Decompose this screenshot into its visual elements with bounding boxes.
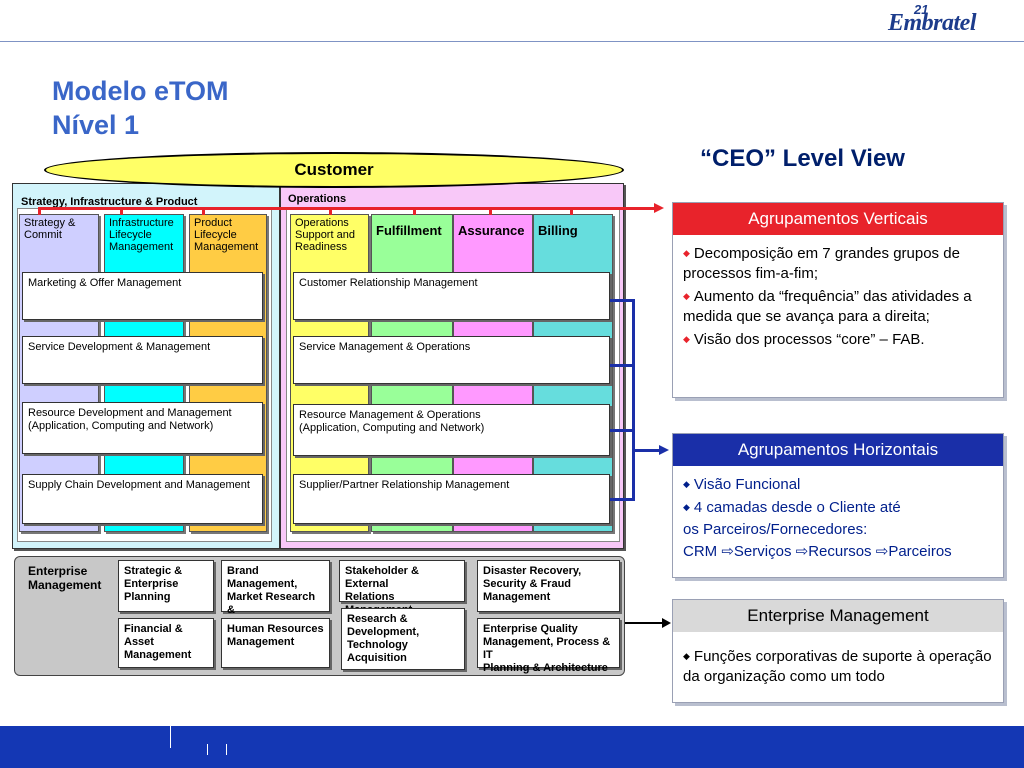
ops-row-smo: Service Management & Operations — [293, 336, 610, 384]
horizontal-grouping-bracket — [632, 299, 635, 501]
enterprise-connector — [625, 622, 663, 624]
sip-row-marketing: Marketing & Offer Management — [22, 272, 263, 320]
sip-panel-title: Strategy, Infrastructure & Product — [21, 196, 198, 208]
bracket-tick — [413, 207, 416, 215]
card-agrupamentos-horizontais: Agrupamentos Horizontais ◆Visão Funciona… — [672, 433, 1004, 578]
customer-ellipse: Customer — [44, 152, 624, 188]
bullet-item: ◆Decomposição em 7 grandes grupos de pro… — [683, 245, 960, 282]
bracket-tick — [570, 207, 573, 215]
bracket-tick — [329, 207, 332, 215]
card-enterprise-management: Enterprise Management ◆Funções corporati… — [672, 599, 1004, 703]
ent-box-financial-asset: Financial & Asset Management — [118, 618, 214, 668]
horizontal-grouping-bracket — [610, 498, 634, 501]
footer-separator — [207, 744, 208, 755]
title-line-1: Modelo eTOM — [52, 76, 229, 106]
blue-arrow-head — [659, 445, 669, 455]
ent-box-research-development: Research & Development, Technology Acqui… — [341, 608, 465, 670]
bullet-item: ◆Funções corporativas de suporte à opera… — [683, 648, 992, 685]
footer-separator — [226, 744, 227, 755]
bracket-tick — [202, 207, 205, 215]
ent-box-brand-management: Brand Management, Market Research & Adve… — [221, 560, 330, 629]
layer-chain: CRM ⇨Serviços ⇨Recursos ⇨Parceiros — [683, 543, 952, 560]
card-header: Agrupamentos Horizontais — [673, 434, 1003, 466]
card-header: Agrupamentos Verticais — [673, 203, 1003, 235]
card-header: Enterprise Management — [673, 600, 1003, 632]
bracket-tick — [38, 207, 41, 215]
card-agrupamentos-verticais: Agrupamentos Verticais ◆Decomposição em … — [672, 202, 1004, 398]
sip-row-resource-dev: Resource Development and Management (App… — [22, 402, 263, 454]
bullet-item: ◆4 camadas desde o Cliente até — [683, 499, 901, 516]
horizontal-grouping-bracket — [610, 299, 634, 302]
bullet-item: ◆Visão dos processos “core” – FAB. — [683, 331, 925, 348]
sip-row-service-dev: Service Development & Management — [22, 336, 263, 384]
ops-row-sprm: Supplier/Partner Relationship Management — [293, 474, 610, 524]
arrow-right-icon: ⇨ — [875, 543, 889, 560]
title-line-2: Nível 1 — [52, 110, 140, 140]
ent-box-disaster-recovery: Disaster Recovery, Security & Fraud Mana… — [477, 560, 620, 612]
ceo-level-label: “CEO” Level View — [700, 145, 905, 172]
enterprise-label: Enterprise Management — [28, 564, 102, 592]
black-arrow-head — [662, 618, 671, 628]
ops-panel-title: Operations — [288, 193, 347, 205]
ent-box-strategic-planning: Strategic & Enterprise Planning — [118, 560, 214, 612]
ops-row-rmo: Resource Management & Operations (Applic… — [293, 404, 610, 456]
bracket-tick — [120, 207, 123, 215]
card-body: ◆Visão Funcional ◆4 camadas desde o Clie… — [673, 466, 1003, 572]
horizontal-grouping-bracket — [610, 364, 634, 367]
sip-row-supply-chain: Supply Chain Development and Management — [22, 474, 263, 524]
header-divider — [0, 41, 1024, 42]
ent-box-human-resources: Human Resources Management — [221, 618, 330, 668]
ops-row-crm: Customer Relationship Management — [293, 272, 610, 320]
bracket-tick — [489, 207, 492, 215]
footer-bar — [0, 726, 1024, 768]
bullet-item: ◆Aumento da “frequência” das atividades … — [683, 288, 972, 325]
footer-separator — [170, 726, 171, 748]
bullet-item: ◆Visão Funcional — [683, 476, 801, 493]
embratel-logo: 21 Embratel — [888, 2, 977, 36]
text-line: os Parceiros/Fornecedores: — [683, 521, 868, 538]
card-body: ◆Decomposição em 7 grandes grupos de pro… — [673, 235, 1003, 360]
arrow-right-icon: ⇨ — [721, 543, 734, 560]
slide-title: Modelo eTOM Nível 1 — [52, 74, 229, 142]
ent-box-stakeholder-relations: Stakeholder & External Relations Managem… — [339, 560, 465, 616]
card-body: ◆Funções corporativas de suporte à opera… — [673, 632, 1003, 697]
vertical-grouping-bracket — [38, 207, 654, 210]
horizontal-grouping-bracket — [634, 449, 660, 452]
horizontal-grouping-bracket — [610, 429, 634, 432]
red-arrow-head — [654, 203, 664, 213]
ent-box-enterprise-quality: Enterprise Quality Management, Process &… — [477, 618, 620, 674]
arrow-right-icon: ⇨ — [795, 543, 809, 560]
